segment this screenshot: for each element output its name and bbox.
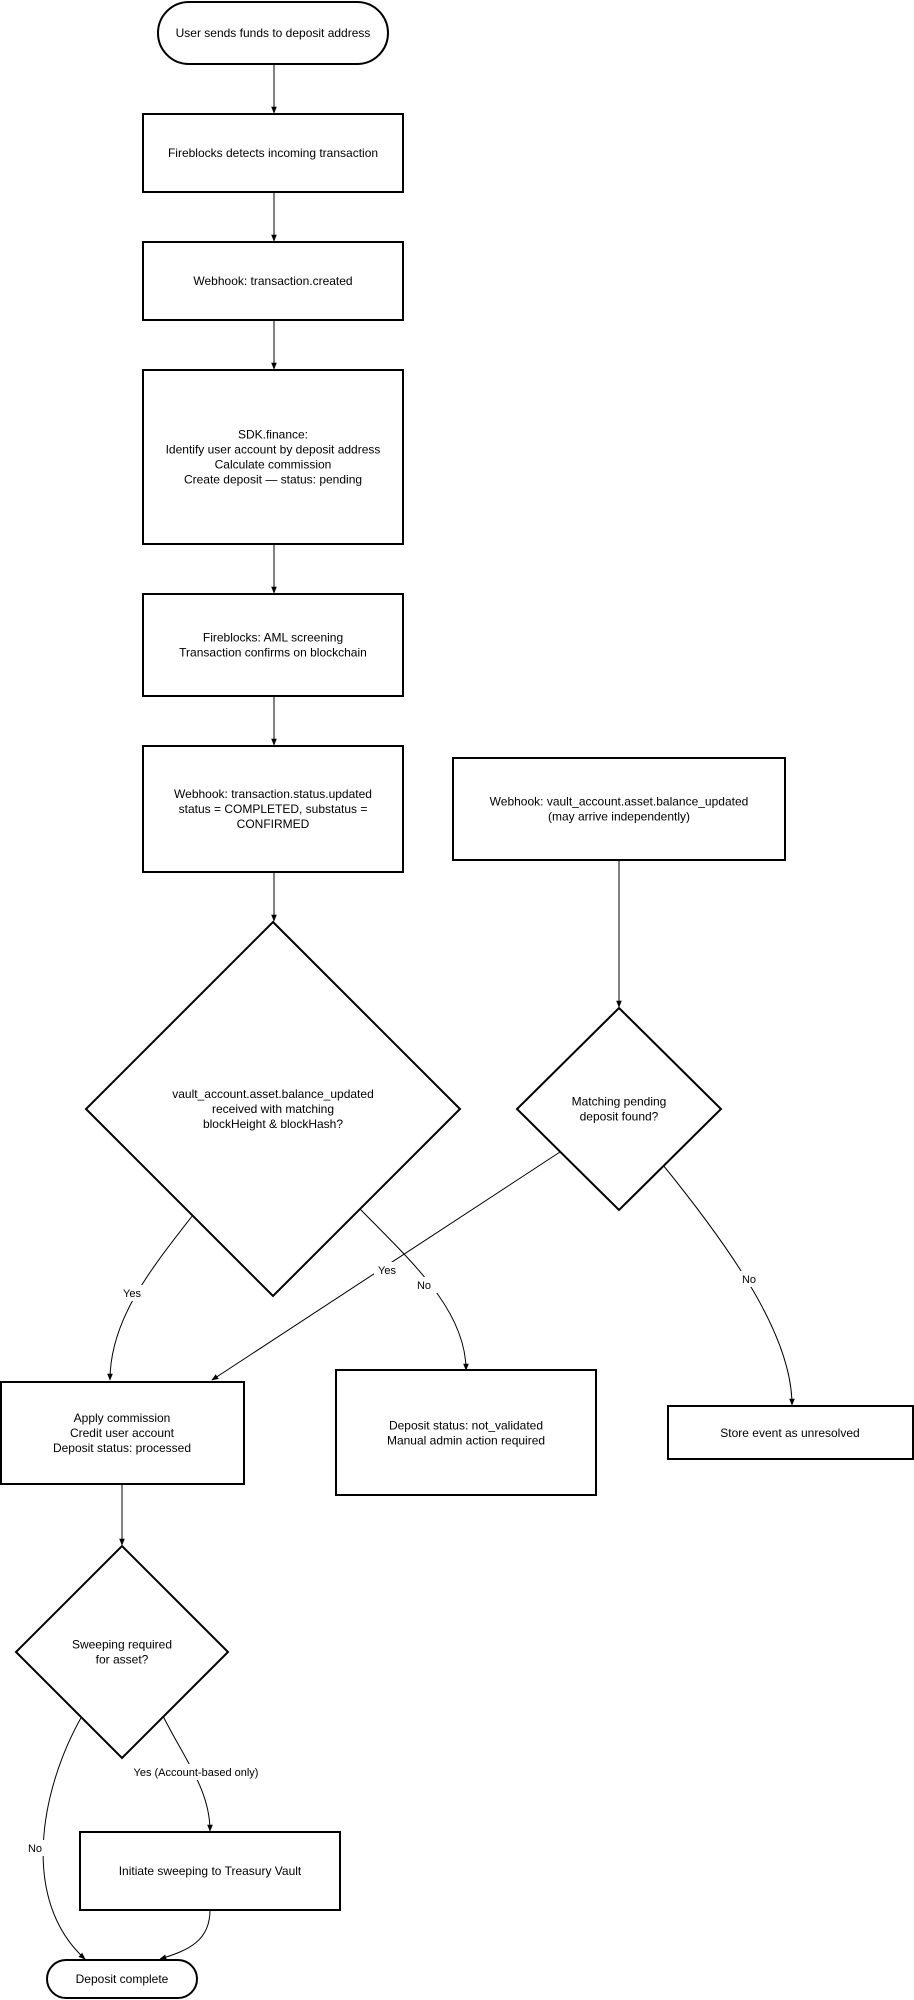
- sdk-finance-node-text: SDK.finance:Identify user account by dep…: [166, 428, 381, 487]
- unresolved-line: Store event as unresolved: [720, 1426, 859, 1440]
- edge-sweep-to-end: [159, 1909, 211, 1960]
- end-line: Deposit complete: [76, 1972, 169, 1986]
- decision-balance-line: vault_account.asset.balance_updated: [172, 1087, 374, 1101]
- edge-label-yes-pending: Yes: [378, 1265, 396, 1277]
- edge-labels: Yes No Yes No Yes (Account-based only) N…: [22, 1262, 762, 1856]
- aml-line: Transaction confirms on blockchain: [179, 646, 367, 660]
- not-validated-line: Manual admin action required: [387, 1434, 545, 1448]
- apply-commission-line: Credit user account: [70, 1426, 175, 1440]
- webhook-status-line: CONFIRMED: [237, 817, 310, 831]
- end-node-text: Deposit complete: [76, 1972, 169, 1986]
- decision-balance-line: received with matching: [212, 1102, 334, 1116]
- decision-balance-line: blockHeight & blockHash?: [203, 1117, 343, 1131]
- sweep-line: Initiate sweeping to Treasury Vault: [119, 1864, 302, 1878]
- edge-decision-pending-no: [662, 1164, 795, 1406]
- sdk-finance-line: SDK.finance:: [238, 428, 308, 442]
- webhook-balance-line: (may arrive independently): [548, 810, 690, 824]
- webhook-status-line: status = COMPLETED, substatus =: [179, 802, 368, 816]
- start-node: User sends funds to deposit address: [157, 1, 389, 65]
- edge-label-no-balance: No: [417, 1280, 431, 1292]
- webhook-balance-updated-node: Webhook: vault_account.asset.balance_upd…: [452, 757, 786, 861]
- aml-line: Fireblocks: AML screening: [203, 631, 343, 645]
- edge-label-yes-balance: Yes: [123, 1288, 141, 1300]
- sdk-finance-line: Calculate commission: [215, 458, 332, 472]
- start-node-text: User sends funds to deposit address: [176, 26, 371, 40]
- edge-label-no-sweep: No: [28, 1843, 42, 1855]
- webhook-created-node-text: Webhook: transaction.created: [193, 274, 352, 288]
- not-validated-line: Deposit status: not_validated: [389, 1419, 543, 1433]
- start-line: User sends funds to deposit address: [176, 26, 371, 40]
- sdk-finance-line: Create deposit — status: pending: [184, 473, 362, 487]
- edge-label-no-pending: No: [742, 1274, 756, 1286]
- apply-commission-line: Apply commission: [74, 1411, 171, 1425]
- decision-pending-line: deposit found?: [580, 1110, 659, 1124]
- webhook-created-node: Webhook: transaction.created: [142, 241, 404, 321]
- webhook-balance-line: Webhook: vault_account.asset.balance_upd…: [490, 795, 749, 809]
- detect-transaction-node: Fireblocks detects incoming transaction: [142, 113, 404, 193]
- sdk-finance-line: Identify user account by deposit address: [166, 443, 381, 457]
- edge-decision-sweep-no: [42, 1715, 86, 1960]
- apply-commission-line: Deposit status: processed: [53, 1441, 191, 1455]
- webhook-status-line: Webhook: transaction.status.updated: [174, 787, 372, 801]
- decision-sweep-line: Sweeping required: [72, 1638, 172, 1652]
- detect-line: Fireblocks detects incoming transaction: [168, 146, 378, 160]
- initiate-sweeping-node-text: Initiate sweeping to Treasury Vault: [119, 1864, 302, 1878]
- detect-transaction-node-text: Fireblocks detects incoming transaction: [168, 146, 378, 160]
- edge-label-yes-sweep: Yes (Account-based only): [134, 1767, 259, 1779]
- unresolved-node-text: Store event as unresolved: [720, 1426, 859, 1440]
- webhook-created-line: Webhook: transaction.created: [193, 274, 352, 288]
- initiate-sweeping-node: Initiate sweeping to Treasury Vault: [79, 1831, 341, 1911]
- sdk-finance-node: SDK.finance:Identify user account by dep…: [142, 369, 404, 545]
- decision-pending-line: Matching pending: [572, 1095, 667, 1109]
- unresolved-node: Store event as unresolved: [667, 1405, 914, 1460]
- webhook-balance-updated-node-text: Webhook: vault_account.asset.balance_upd…: [490, 795, 749, 824]
- decision-sweep-line: for asset?: [96, 1653, 149, 1667]
- end-node: Deposit complete: [46, 1959, 198, 1999]
